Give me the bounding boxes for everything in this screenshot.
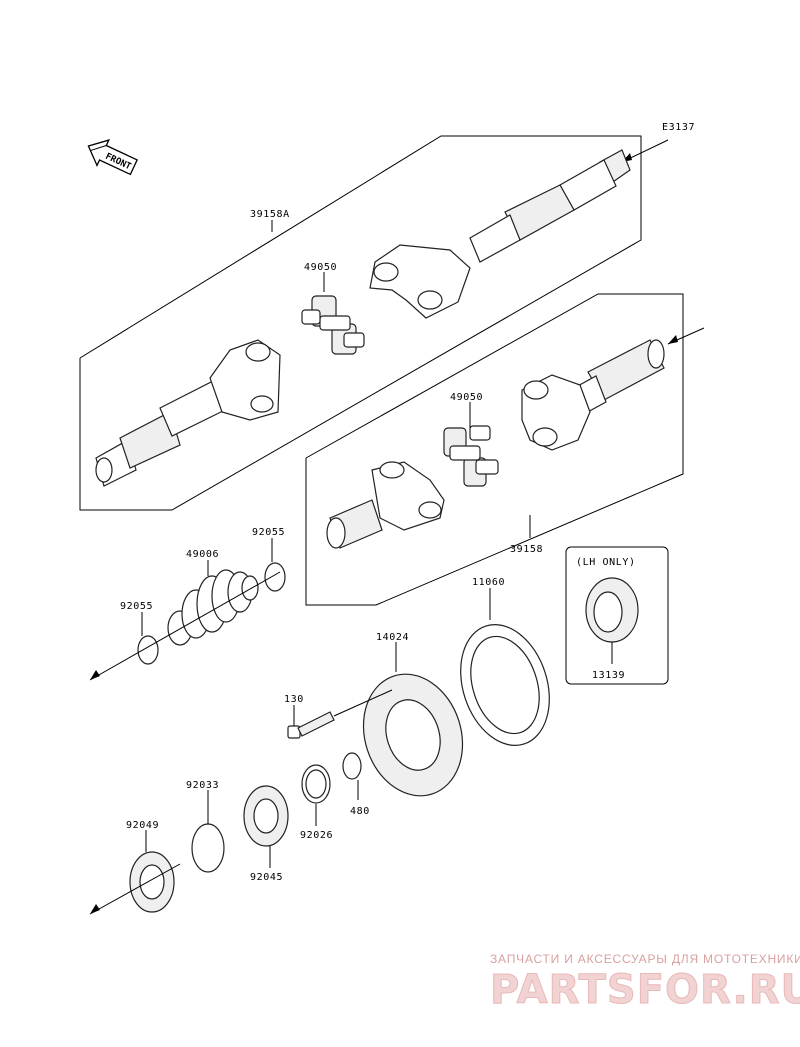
part-label-92045: 92045	[250, 872, 283, 883]
part-label-11060: 11060	[472, 577, 505, 588]
shaft-assembly-39158-box	[305, 293, 705, 606]
leader-lines	[141, 220, 613, 868]
housing-14024	[362, 673, 464, 797]
part-label-13139: 13139	[592, 670, 625, 681]
bearing-92045	[243, 785, 289, 847]
diagram-code: E3137	[662, 122, 695, 133]
lh-only-box: (LH ONLY)	[565, 546, 669, 685]
part-label-92055-upper: 92055	[252, 527, 285, 538]
part-label-480: 480	[350, 806, 370, 817]
watermark-tagline: ЗАПЧАСТИ И АКСЕССУАРЫ ДЛЯ МОТОТЕХНИКИ	[490, 952, 800, 966]
axle-shaft-39158	[326, 339, 665, 549]
universal-joint-lower	[443, 425, 499, 487]
part-label-92026: 92026	[300, 830, 333, 841]
boot-49006	[167, 569, 259, 646]
part-label-92049: 92049	[126, 820, 159, 831]
gasket-11060	[460, 624, 550, 746]
bolt-130	[287, 689, 393, 739]
oil-seal-92049	[129, 851, 175, 913]
universal-joint-upper	[301, 295, 365, 355]
watermark: ЗАПЧАСТИ И АКСЕССУАРЫ ДЛЯ МОТОТЕХНИКИ PA…	[490, 952, 800, 1014]
part-label-14024: 14024	[376, 632, 409, 643]
front-arrow-icon: FRONT	[87, 139, 138, 176]
circlip-480	[342, 752, 362, 780]
axle-shaft-39158A	[95, 149, 631, 487]
lh-only-label: (LH ONLY)	[576, 557, 636, 568]
part-label-130: 130	[284, 694, 304, 705]
watermark-logo: PARTSFOR.RU	[490, 967, 800, 1013]
part-label-49050-upper: 49050	[304, 262, 337, 273]
part-label-39158: 39158	[510, 544, 543, 555]
snap-ring-92033	[191, 823, 225, 873]
o-ring-92055-lower	[137, 635, 159, 665]
part-label-39158A: 39158A	[250, 209, 290, 220]
part-label-49006: 49006	[186, 549, 219, 560]
part-label-92055-lower: 92055	[120, 601, 153, 612]
o-ring-92055-upper	[264, 562, 286, 592]
ring-92026	[301, 764, 331, 804]
part-label-92033: 92033	[186, 780, 219, 791]
part-label-49050-lower: 49050	[450, 392, 483, 403]
